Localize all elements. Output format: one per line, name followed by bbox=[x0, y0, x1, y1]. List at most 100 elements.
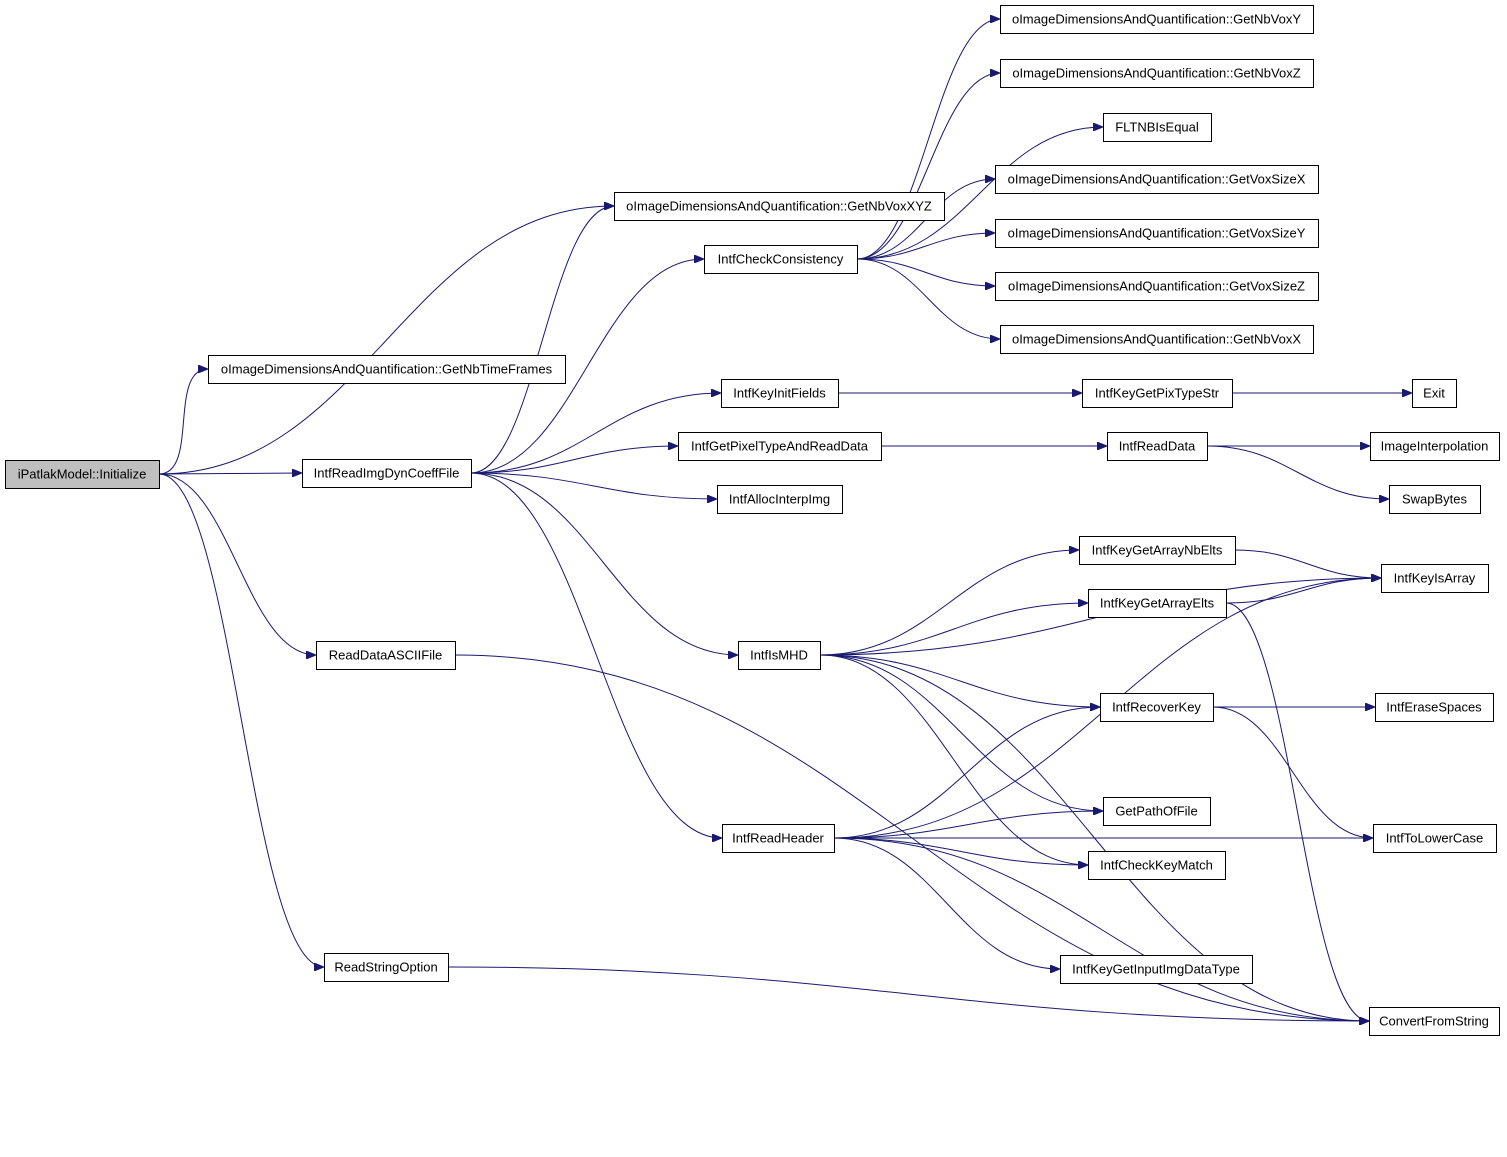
node-root[interactable]: iPatlakModel::Initialize bbox=[5, 460, 160, 489]
node-label: IntfReadHeader bbox=[732, 831, 824, 846]
node-label: IntfReadImgDynCoeffFile bbox=[314, 466, 460, 481]
node-label: ConvertFromString bbox=[1379, 1014, 1489, 1029]
edge-root-to-gntf bbox=[158, 369, 208, 475]
node-box bbox=[1369, 1007, 1500, 1036]
edge-rdcf-to-gnxyz bbox=[470, 206, 614, 474]
node-kia[interactable]: IntfKeyIsArray bbox=[1381, 564, 1489, 593]
node-box bbox=[738, 641, 821, 670]
node-label: oImageDimensionsAndQuantification::GetVo… bbox=[1008, 279, 1305, 294]
edge-rh-to-ckm bbox=[833, 837, 1088, 865]
edge-icc-to-flt bbox=[856, 127, 1103, 260]
node-sb[interactable]: SwapBytes bbox=[1389, 485, 1481, 514]
node-label: IntfCheckKeyMatch bbox=[1100, 858, 1213, 873]
node-box bbox=[995, 165, 1319, 194]
edge-root-to-rso bbox=[158, 473, 324, 967]
node-label: IntfRecoverKey bbox=[1112, 700, 1201, 715]
node-kif[interactable]: IntfKeyInitFields bbox=[721, 379, 839, 408]
node-box bbox=[1103, 113, 1212, 142]
node-mhd[interactable]: IntfIsMHD bbox=[738, 641, 821, 670]
node-gpf[interactable]: GetPathOfFile bbox=[1103, 797, 1211, 826]
node-icc[interactable]: IntfCheckConsistency bbox=[704, 245, 858, 274]
node-box bbox=[995, 272, 1319, 301]
node-label: oImageDimensionsAndQuantification::GetNb… bbox=[626, 199, 932, 214]
node-rdaf[interactable]: ReadDataASCIIFile bbox=[316, 641, 456, 670]
node-rk[interactable]: IntfRecoverKey bbox=[1100, 693, 1214, 722]
node-box bbox=[1412, 379, 1457, 408]
node-ii[interactable]: ImageInterpolation bbox=[1370, 432, 1500, 461]
node-label: IntfIsMHD bbox=[750, 648, 808, 663]
node-box bbox=[316, 641, 456, 670]
edge-rh-to-kgi bbox=[833, 837, 1060, 969]
edge-rdcf-to-aii bbox=[470, 472, 717, 499]
node-label: FLTNBIsEqual bbox=[1115, 120, 1199, 135]
node-es[interactable]: IntfEraseSpaces bbox=[1375, 693, 1494, 722]
node-gnx[interactable]: oImageDimensionsAndQuantification::GetNb… bbox=[1000, 325, 1314, 354]
node-kgan[interactable]: IntfKeyGetArrayNbElts bbox=[1079, 536, 1236, 565]
node-box bbox=[721, 379, 839, 408]
node-label: IntfKeyGetPixTypeStr bbox=[1095, 386, 1220, 401]
node-label: ImageInterpolation bbox=[1381, 439, 1489, 454]
node-label: oImageDimensionsAndQuantification::GetNb… bbox=[221, 362, 553, 377]
edge-rdcf-to-gptr bbox=[470, 446, 678, 474]
node-tlc[interactable]: IntfToLowerCase bbox=[1373, 824, 1497, 853]
edge-root-to-rdaf bbox=[158, 473, 316, 655]
node-label: IntfReadData bbox=[1119, 439, 1196, 454]
node-label: IntfKeyGetArrayElts bbox=[1100, 596, 1215, 611]
node-exit[interactable]: Exit bbox=[1412, 379, 1457, 408]
node-box bbox=[678, 432, 882, 461]
edge-mhd-to-gpf bbox=[819, 654, 1103, 811]
node-kgae[interactable]: IntfKeyGetArrayElts bbox=[1088, 589, 1227, 618]
node-box bbox=[722, 824, 835, 853]
edge-kgae-to-cfs bbox=[1225, 602, 1369, 1021]
node-gnxyz[interactable]: oImageDimensionsAndQuantification::GetNb… bbox=[614, 192, 945, 221]
node-rd[interactable]: IntfReadData bbox=[1107, 432, 1208, 461]
node-label: IntfKeyIsArray bbox=[1394, 571, 1476, 586]
node-box bbox=[302, 459, 472, 488]
node-box bbox=[1375, 693, 1494, 722]
node-box bbox=[1079, 536, 1236, 565]
node-label: oImageDimensionsAndQuantification::GetVo… bbox=[1008, 172, 1306, 187]
node-label: ReadStringOption bbox=[334, 960, 437, 975]
edge-rdcf-to-mhd bbox=[470, 472, 738, 655]
node-label: IntfGetPixelTypeAndReadData bbox=[691, 439, 869, 454]
node-label: oImageDimensionsAndQuantification::GetNb… bbox=[1012, 332, 1301, 347]
node-gvy[interactable]: oImageDimensionsAndQuantification::GetVo… bbox=[995, 219, 1319, 248]
node-box bbox=[1373, 824, 1497, 853]
node-label: iPatlakModel::Initialize bbox=[18, 467, 147, 482]
edge-mhd-to-rk bbox=[819, 654, 1100, 707]
nodes-layer: iPatlakModel::Initialize oImageDimensions… bbox=[5, 5, 1500, 1036]
node-label: ReadDataASCIIFile bbox=[329, 648, 442, 663]
node-label: IntfKeyGetArrayNbElts bbox=[1092, 543, 1223, 558]
node-box bbox=[1082, 379, 1233, 408]
edge-mhd-to-kgae bbox=[819, 603, 1088, 656]
node-label: IntfKeyInitFields bbox=[733, 386, 826, 401]
node-label: GetPathOfFile bbox=[1115, 804, 1197, 819]
node-rdcf[interactable]: IntfReadImgDynCoeffFile bbox=[302, 459, 472, 488]
node-cfs[interactable]: ConvertFromString bbox=[1369, 1007, 1500, 1036]
edge-mhd-to-kgan bbox=[819, 550, 1079, 656]
node-gvx[interactable]: oImageDimensionsAndQuantification::GetVo… bbox=[995, 165, 1319, 194]
edge-mhd-to-ckm bbox=[819, 654, 1088, 865]
node-rso[interactable]: ReadStringOption bbox=[324, 953, 449, 982]
node-gny[interactable]: oImageDimensionsAndQuantification::GetNb… bbox=[1000, 5, 1314, 34]
node-gntf[interactable]: oImageDimensionsAndQuantification::GetNb… bbox=[208, 355, 566, 384]
node-box bbox=[704, 245, 858, 274]
node-box bbox=[717, 485, 843, 514]
node-aii[interactable]: IntfAllocInterpImg bbox=[717, 485, 843, 514]
node-gnz[interactable]: oImageDimensionsAndQuantification::GetNb… bbox=[1000, 59, 1314, 88]
node-rh[interactable]: IntfReadHeader bbox=[722, 824, 835, 853]
node-box bbox=[1088, 589, 1227, 618]
node-gvz[interactable]: oImageDimensionsAndQuantification::GetVo… bbox=[995, 272, 1319, 301]
edge-root-to-rdcf bbox=[158, 473, 302, 474]
node-box bbox=[1103, 797, 1211, 826]
node-gptr[interactable]: IntfGetPixelTypeAndReadData bbox=[678, 432, 882, 461]
node-kgp[interactable]: IntfKeyGetPixTypeStr bbox=[1082, 379, 1233, 408]
node-ckm[interactable]: IntfCheckKeyMatch bbox=[1088, 851, 1226, 880]
node-kgi[interactable]: IntfKeyGetInputImgDataType bbox=[1060, 955, 1253, 984]
edge-kgae-to-kia bbox=[1225, 578, 1381, 604]
node-box bbox=[324, 953, 449, 982]
node-label: Exit bbox=[1423, 386, 1445, 401]
node-box bbox=[1088, 851, 1226, 880]
node-flt[interactable]: FLTNBIsEqual bbox=[1103, 113, 1212, 142]
